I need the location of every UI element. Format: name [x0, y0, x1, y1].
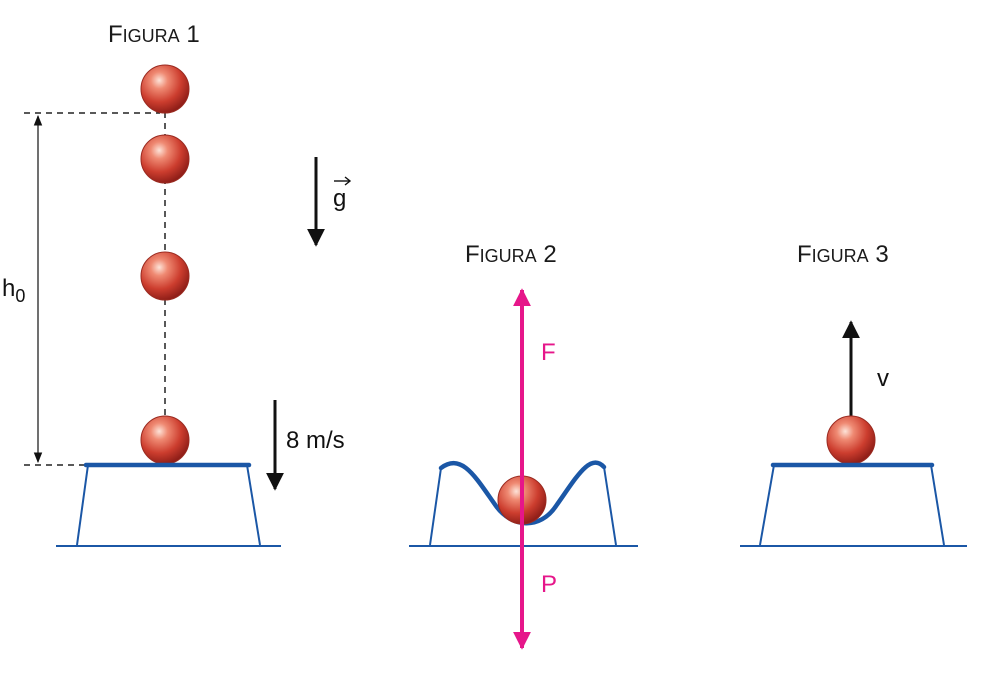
platform-3-legs — [759, 464, 945, 546]
velocity-label: v — [877, 365, 889, 392]
ball-rebound — [826, 415, 876, 465]
impact-speed-label: 8 m/s — [286, 427, 345, 454]
figure-1-title: FIGURA 1 — [108, 21, 200, 48]
force-label: F — [541, 339, 556, 366]
figure-3-title: FIGURA 3 — [797, 241, 889, 268]
ball-position-4 — [140, 415, 190, 465]
weight-label: P — [541, 571, 557, 598]
height-label: h0 — [2, 275, 25, 306]
figure-2-title: FIGURA 2 — [465, 241, 557, 268]
figure-2: FIGURA 2 F P — [409, 241, 638, 650]
ball-position-3 — [140, 251, 190, 301]
gravity-label: g — [333, 185, 346, 212]
figure-3: FIGURA 3 v — [740, 241, 967, 547]
figure-1: FIGURA 1 h0 g 8 m/s — [2, 21, 352, 547]
gravity-vector-tip — [344, 176, 352, 186]
ball-position-1 — [140, 64, 190, 114]
ball-position-2 — [140, 134, 190, 184]
platform-2-legs — [429, 466, 617, 546]
platform-1-legs — [76, 464, 261, 546]
